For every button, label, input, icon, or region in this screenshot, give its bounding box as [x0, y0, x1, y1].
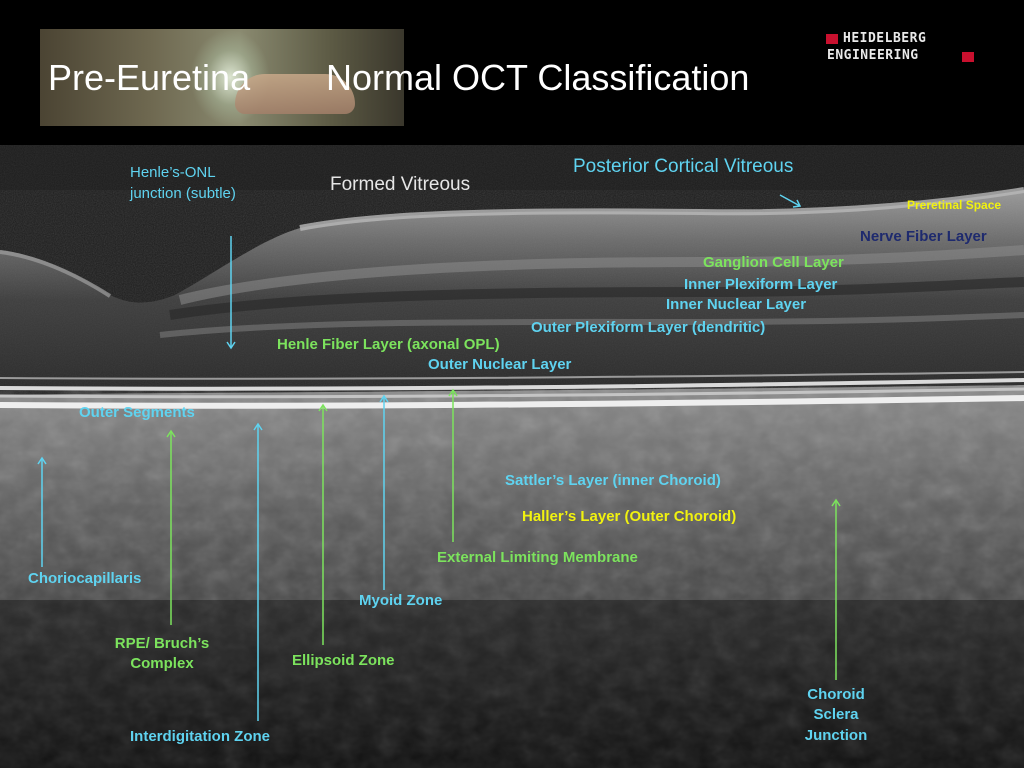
label-ellipsoid: Ellipsoid Zone: [292, 652, 395, 669]
label-elm: External Limiting Membrane: [437, 549, 638, 566]
logo-square-icon: [826, 34, 838, 44]
logo-line1: HEIDELBERG: [843, 31, 927, 46]
nerve-fiber-band: [299, 187, 1024, 231]
logo-line2: ENGINEERING: [827, 48, 919, 63]
ellipsoid-band: [0, 378, 1024, 391]
label-outer-nuclear: Outer Nuclear Layer: [428, 356, 572, 373]
label-haller: Haller’s Layer (Outer Choroid): [522, 508, 737, 525]
label-choroid-2: Sclera: [813, 706, 859, 723]
label-outer-segments: Outer Segments: [79, 404, 195, 421]
label-choroid-3: Junction: [804, 727, 868, 744]
label-henle-onl-1: Henle’s-ONL: [130, 164, 216, 181]
label-formed-vitreous: Formed Vitreous: [330, 174, 471, 195]
label-henle-fiber: Henle Fiber Layer (axonal OPL): [277, 336, 500, 353]
heidelberg-logo: HEIDELBERG ENGINEERING: [826, 32, 974, 64]
label-choriocapillaris: Choriocapillaris: [28, 570, 142, 587]
label-choroid-1: Choroid: [807, 686, 865, 703]
label-interdigitation: Interdigitation Zone: [130, 728, 270, 745]
hero-image: [40, 29, 404, 126]
page-title: Normal OCT Classification: [326, 57, 750, 98]
arrow-posterior-cortical: [779, 194, 801, 207]
label-nerve-fiber: Nerve Fiber Layer: [860, 228, 987, 245]
oct-scan: [0, 145, 1024, 768]
label-rpe-1: RPE/ Bruch’s: [114, 635, 210, 652]
label-myoid: Myoid Zone: [359, 592, 443, 609]
hand-image: [235, 74, 355, 114]
interdigitation-band: [0, 387, 1024, 399]
rpe-band: [0, 395, 1024, 409]
label-ganglion: Ganglion Cell Layer: [703, 254, 844, 271]
label-posterior-cortical: Posterior Cortical Vitreous: [573, 156, 794, 177]
label-inner-nuclear: Inner Nuclear Layer: [666, 296, 807, 313]
arrows: [37, 194, 841, 721]
title-pre-euretina: Pre-Euretina: [48, 57, 251, 98]
label-sattler: Sattler’s Layer (inner Choroid): [505, 472, 721, 489]
label-rpe-2: Complex: [130, 655, 194, 672]
logo-square-icon: [962, 52, 974, 62]
label-preretinal-space: Preretinal Space: [907, 198, 1002, 212]
elm-line: [0, 371, 1024, 380]
label-outer-plexiform: Outer Plexiform Layer (dendritic): [531, 319, 766, 336]
label-henle-onl-2: junction (subtle): [130, 185, 236, 202]
label-inner-plexiform: Inner Plexiform Layer: [684, 276, 838, 293]
